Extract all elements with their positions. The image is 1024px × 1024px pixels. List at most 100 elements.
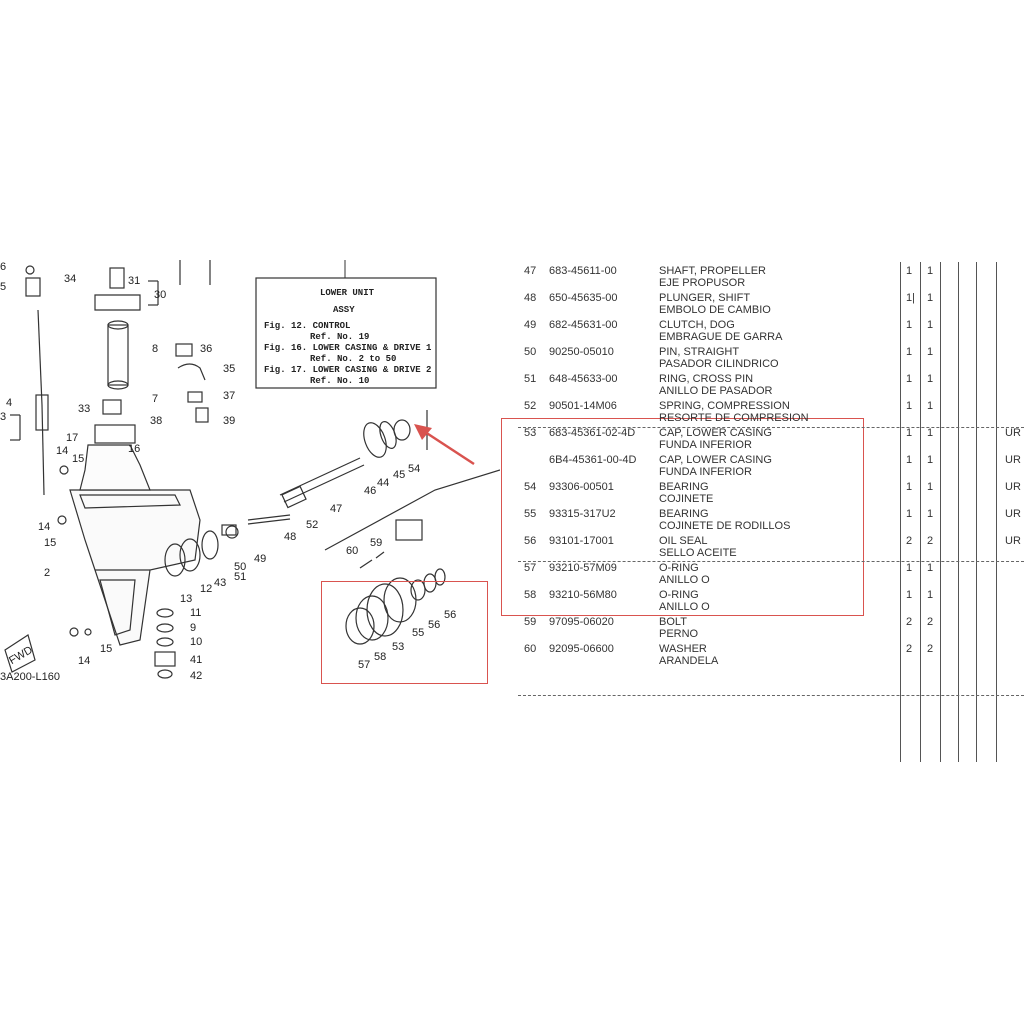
callout: 42 <box>190 670 202 682</box>
quantity-2: 1 <box>927 265 934 277</box>
part-number: 93101-17001 <box>549 535 614 547</box>
quantity-1: 2 <box>906 535 913 547</box>
footer-code: 3A200-L160 <box>0 671 60 683</box>
description: SPRING, COMPRESSION <box>659 400 790 412</box>
quantity-1: 1 <box>906 373 913 385</box>
description: O-RING <box>659 589 699 601</box>
quantity-1: 1 <box>906 319 913 331</box>
description: CAP, LOWER CASING <box>659 427 772 439</box>
callout: 14 <box>78 655 90 667</box>
description: BEARING <box>659 481 709 493</box>
callout: 56 <box>428 619 440 631</box>
callout: 13 <box>180 593 192 605</box>
info-box-line: Ref. No. 2 to 50 <box>310 354 396 364</box>
callout: 55 <box>412 627 424 639</box>
description-es: ANILLO DE PASADOR <box>659 385 773 397</box>
part-number: 92095-06600 <box>549 643 614 655</box>
quantity-1: 1 <box>906 265 913 277</box>
callout-numbers: 6 5 34 31 30 4 3 8 36 35 33 37 38 39 7 1… <box>0 261 456 682</box>
callout: 12 <box>200 583 212 595</box>
column-divider <box>920 262 921 762</box>
description-es: PASADOR CILINDRICO <box>659 358 779 370</box>
callout: 5 <box>0 281 6 293</box>
column-divider <box>900 262 901 762</box>
callout: 45 <box>393 469 405 481</box>
part-number: 93315-317U2 <box>549 508 616 520</box>
callout: 46 <box>364 485 376 497</box>
quantity-1: 1 <box>906 562 913 574</box>
quantity-2: 1 <box>927 400 934 412</box>
exploded-parts-diagram: LOWER UNIT ASSY Fig. 12. CONTROL Ref. No… <box>0 260 500 683</box>
description-es: FUNDA INFERIOR <box>659 466 752 478</box>
description: RING, CROSS PIN <box>659 373 754 385</box>
callout: 50 <box>234 561 246 573</box>
note: UR <box>1005 508 1021 520</box>
callout: 51 <box>234 571 246 583</box>
quantity-1: 1| <box>906 292 915 304</box>
callout: 14 <box>38 521 50 533</box>
note: UR <box>1005 427 1021 439</box>
callout: 43 <box>214 577 226 589</box>
quantity-1: 1 <box>906 508 913 520</box>
description-es: RESORTE DE COMPRESION <box>659 412 809 424</box>
quantity-2: 2 <box>927 643 934 655</box>
ref-number: 57 <box>524 562 537 574</box>
ref-number: 56 <box>524 535 537 547</box>
info-box-line: Ref. No. 19 <box>310 332 369 342</box>
quantity-2: 1 <box>927 589 934 601</box>
callout: 2 <box>44 567 50 579</box>
description: PIN, STRAIGHT <box>659 346 740 358</box>
quantity-2: 1 <box>927 292 934 304</box>
callout: 56 <box>444 609 456 621</box>
callout: 60 <box>346 545 358 557</box>
column-divider <box>958 262 959 762</box>
quantity-1: 1 <box>906 400 913 412</box>
callout: 44 <box>377 477 389 489</box>
ref-number: 48 <box>524 292 537 304</box>
callout: 38 <box>150 415 162 427</box>
info-box-line: Fig. 12. CONTROL <box>264 321 350 331</box>
callout: 59 <box>370 537 382 549</box>
description-es: EMBRAGUE DE GARRA <box>659 331 783 343</box>
callout: 36 <box>200 343 212 355</box>
section-divider <box>518 695 1024 696</box>
quantity-2: 2 <box>927 535 934 547</box>
column-divider <box>940 262 941 762</box>
column-divider <box>996 262 997 762</box>
quantity-1: 1 <box>906 454 913 466</box>
quantity-2: 1 <box>927 373 934 385</box>
description: BEARING <box>659 508 709 520</box>
section-divider <box>518 427 1024 428</box>
callout: 39 <box>223 415 235 427</box>
quantity-2: 1 <box>927 427 934 439</box>
callout: 41 <box>190 654 202 666</box>
callout: 37 <box>223 390 235 402</box>
description-es: FUNDA INFERIOR <box>659 439 752 451</box>
ref-number: 53 <box>524 427 537 439</box>
part-number: 650-45635-00 <box>549 292 618 304</box>
quantity-1: 1 <box>906 346 913 358</box>
part-number: 90250-05010 <box>549 346 614 358</box>
quantity-2: 1 <box>927 481 934 493</box>
info-box-title: LOWER UNIT <box>320 288 375 298</box>
callout: 6 <box>0 261 6 273</box>
callout: 15 <box>44 537 56 549</box>
info-box-line: Fig. 16. LOWER CASING & DRIVE 1 <box>264 343 432 353</box>
part-number: 90501-14M06 <box>549 400 617 412</box>
ref-number: 54 <box>524 481 537 493</box>
callout: 30 <box>154 289 166 301</box>
description: O-RING <box>659 562 699 574</box>
quantity-2: 1 <box>927 508 934 520</box>
description-es: COJINETE <box>659 493 714 505</box>
note: UR <box>1005 454 1021 466</box>
part-number: 93210-56M80 <box>549 589 617 601</box>
